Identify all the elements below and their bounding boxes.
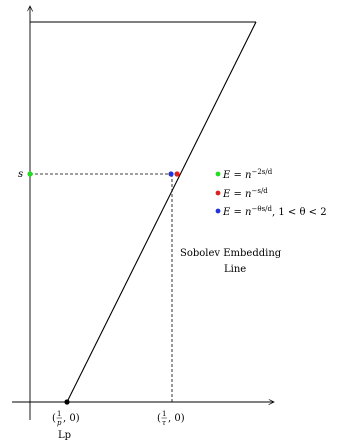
svg-text:(: ( xyxy=(157,413,161,424)
legend-item-red: E = n−s/d xyxy=(215,187,268,200)
legend-marker-blue xyxy=(215,208,221,214)
legend-green-base: E = n xyxy=(222,170,251,181)
tick-label-tau: ( 1 τ , 0) xyxy=(157,410,185,427)
green-point xyxy=(27,171,33,177)
legend-marker-red xyxy=(215,190,221,196)
legend-red-exp: −s/d xyxy=(251,187,268,195)
blue-point xyxy=(168,171,174,177)
legend-green-exp: −2s/d xyxy=(251,168,272,176)
line-label-1: Sobolev Embedding xyxy=(180,248,282,259)
svg-text:E = n−s/d: E = n−s/d xyxy=(222,187,268,200)
legend: E = n−2s/d E = n−s/d E = n−θs/d, 1 < θ <… xyxy=(215,168,327,218)
legend-blue-tail: , 1 < θ < 2 xyxy=(272,207,327,218)
legend-item-green: E = n−2s/d xyxy=(215,168,273,181)
svg-text:τ: τ xyxy=(162,419,166,427)
svg-text:, 0): , 0) xyxy=(63,413,80,424)
svg-text:(: ( xyxy=(52,413,56,424)
legend-red-base: E = n xyxy=(222,189,251,200)
sobolev-embedding-line xyxy=(66,21,257,403)
legend-blue-exp: −θs/d xyxy=(251,205,272,213)
svg-text:E = n−2s/d: E = n−2s/d xyxy=(222,168,273,181)
lp-label: Lp xyxy=(58,430,71,441)
line-label-2: Line xyxy=(224,264,246,275)
red-point xyxy=(174,171,180,177)
svg-text:E = n−θs/d, 1 < θ < 2: E = n−θs/d, 1 < θ < 2 xyxy=(222,205,327,218)
svg-text:p: p xyxy=(57,419,62,427)
tick-label-p: ( 1 p , 0) xyxy=(52,410,80,427)
legend-item-blue: E = n−θs/d, 1 < θ < 2 xyxy=(215,205,327,218)
svg-text:1: 1 xyxy=(162,410,166,418)
s-label: s xyxy=(18,169,23,180)
lp-point xyxy=(64,399,70,405)
legend-blue-base: E = n xyxy=(222,207,251,218)
svg-text:1: 1 xyxy=(57,410,61,418)
legend-marker-green xyxy=(215,171,221,177)
svg-text:, 0): , 0) xyxy=(168,413,185,424)
